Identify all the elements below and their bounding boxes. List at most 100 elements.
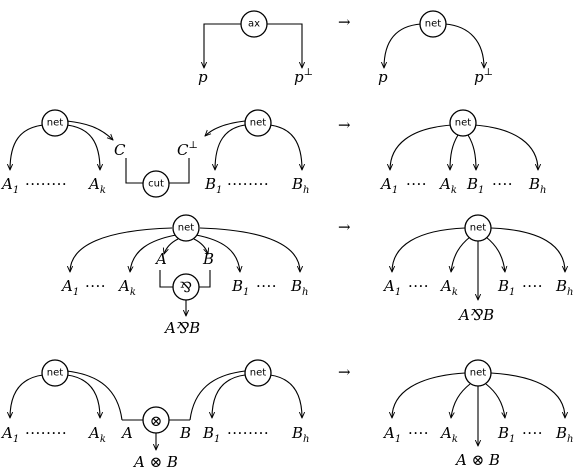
wire	[70, 227, 173, 272]
wire	[451, 236, 471, 272]
formula-B1: B1	[231, 277, 249, 298]
formula-A1: A1	[60, 277, 79, 298]
formula-A-tensor-B: A ⊗ B	[454, 451, 500, 469]
formula-Bh: Bh	[290, 277, 308, 298]
ellipsis: ····	[406, 175, 427, 193]
net-node-label: net	[425, 19, 441, 30]
rule-tensor-lhs: net net ⊗ A ⊗ B A1 ········ Ak A B B1 ··…	[0, 359, 309, 471]
wire	[390, 124, 453, 170]
wire	[269, 374, 302, 418]
rule-cut-lhs: net net cut C C⊥ A1 ········ Ak B1 ·····…	[0, 109, 309, 198]
formula-A-par-B: A⅋B	[163, 319, 200, 337]
formula-B1: B1	[466, 175, 484, 196]
ellipsis: ····	[492, 175, 513, 193]
wire	[451, 383, 471, 418]
formula-B1: B1	[204, 175, 222, 196]
formula-A1: A1	[379, 175, 398, 196]
net-node-label: net	[47, 368, 63, 379]
ellipsis: ········	[227, 175, 269, 193]
formula-Bh: Bh	[291, 175, 309, 196]
rule-axiom: ax p p⊥ → net p p⊥	[198, 10, 493, 86]
net-node-label: net	[455, 118, 471, 129]
formula-A1: A1	[382, 424, 401, 445]
formula-p: p	[378, 68, 388, 86]
formula-p: p	[198, 68, 208, 86]
formula-A-par-B: A⅋B	[457, 306, 494, 324]
wire	[392, 227, 466, 272]
ellipsis: ········	[25, 175, 67, 193]
wire	[467, 134, 476, 170]
formula-Bh: Bh	[555, 424, 573, 445]
net-node	[41, 359, 69, 387]
ellipsis: ····	[408, 277, 429, 295]
formula-A1: A1	[0, 424, 19, 445]
formula-Ak: Ak	[439, 277, 458, 298]
ellipsis: ····	[85, 277, 106, 295]
ellipsis: ····	[408, 424, 429, 442]
wire	[204, 23, 241, 68]
formula-Ak: Ak	[439, 424, 458, 445]
formula-A1: A1	[382, 277, 401, 298]
wire	[267, 23, 302, 68]
wire	[66, 370, 123, 421]
wire	[189, 370, 246, 421]
formula-B1: B1	[202, 424, 220, 445]
rule-tensor-rhs: net A1 ···· Ak B1 ···· Bh A ⊗ B	[382, 359, 573, 469]
formula-B: B	[179, 424, 191, 442]
cut-node	[142, 170, 170, 198]
formula-B1: B1	[497, 424, 515, 445]
ax-node	[240, 10, 268, 38]
ellipsis: ····	[522, 424, 543, 442]
formula-A-tensor-B: A ⊗ B	[132, 453, 178, 471]
formula-Ak: Ak	[438, 175, 457, 196]
rewrites-to-arrow: →	[338, 218, 351, 236]
net-node	[172, 214, 200, 242]
net-node	[244, 109, 272, 137]
wire	[10, 124, 44, 170]
wire	[212, 374, 246, 418]
rule-par: net A B ⅋ A⅋B A1 ···· Ak B1 ···· Bh → ne…	[60, 214, 573, 337]
formula-C: C	[114, 141, 126, 159]
formula-Ak: Ak	[87, 175, 106, 196]
rule-tensor: net net ⊗ A ⊗ B A1 ········ Ak A B B1 ··…	[0, 359, 573, 471]
net-node	[244, 359, 272, 387]
wire	[490, 372, 565, 418]
wire	[164, 238, 179, 254]
par-node-label: ⅋	[180, 280, 192, 296]
wire	[444, 23, 484, 68]
rewrites-to-arrow: →	[338, 13, 351, 31]
rule-par-lhs: net A B ⅋ A⅋B A1 ···· Ak B1 ···· Bh	[60, 214, 308, 337]
wire	[450, 134, 459, 170]
formula-Bh: Bh	[528, 175, 546, 196]
net-node	[464, 214, 492, 242]
wire	[130, 234, 177, 272]
wire	[198, 270, 211, 288]
ellipsis: ····	[522, 277, 543, 295]
wire	[125, 158, 143, 184]
formula-A: A	[120, 424, 133, 442]
rule-par-rhs: net A1 ···· Ak B1 ···· Bh A⅋B	[382, 214, 573, 324]
wire	[10, 374, 44, 418]
ellipsis: ····	[256, 277, 277, 295]
ellipsis: ········	[227, 424, 269, 442]
wire	[169, 158, 190, 184]
formula-B1: B1	[497, 277, 515, 298]
wire	[205, 120, 246, 136]
net-node-label: net	[470, 368, 486, 379]
formula-Ak: Ak	[87, 424, 106, 445]
net-node	[449, 109, 477, 137]
net-node	[419, 10, 447, 38]
wire	[490, 227, 565, 272]
formula-B: B	[202, 250, 214, 268]
wire	[159, 270, 173, 288]
wire	[384, 23, 422, 68]
wire	[66, 120, 113, 140]
formula-A1: A1	[0, 175, 19, 196]
rule-cut: net net cut C C⊥ A1 ········ Ak B1 ·····…	[0, 109, 546, 198]
wire	[392, 372, 466, 418]
wire	[193, 238, 208, 254]
wire	[66, 124, 100, 170]
wire	[485, 236, 505, 272]
tensor-node-label: ⊗	[150, 412, 163, 430]
